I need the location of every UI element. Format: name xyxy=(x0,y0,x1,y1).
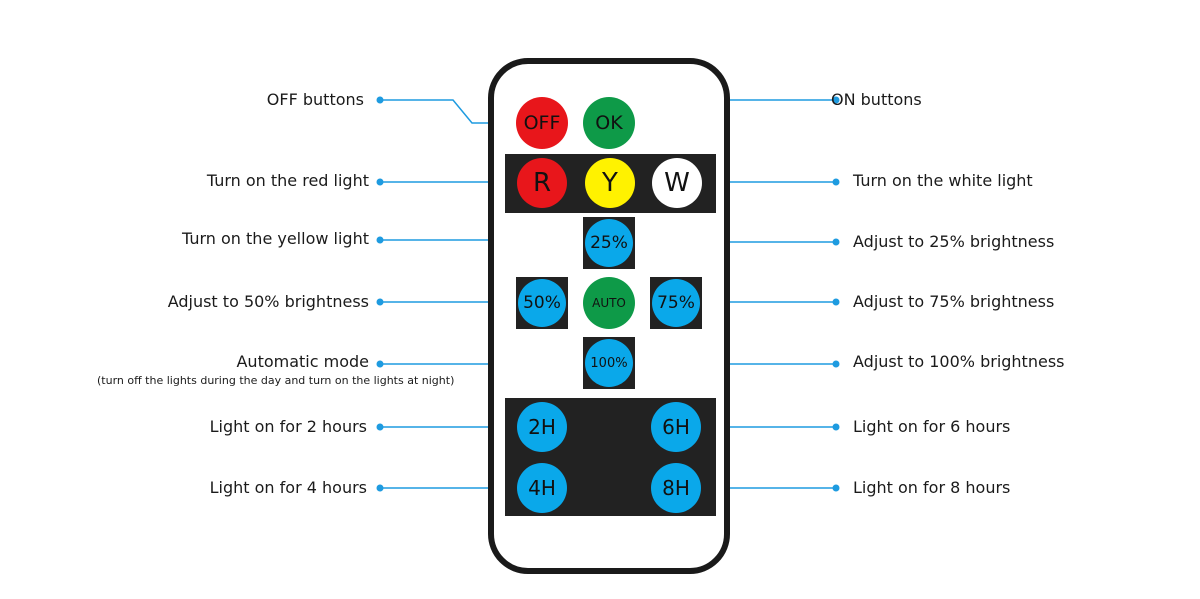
auto-button[interactable]: AUTO xyxy=(583,277,635,329)
dot xyxy=(376,96,384,104)
dot xyxy=(832,96,840,104)
brightness-50-button[interactable]: 50% xyxy=(518,279,566,327)
timer-8h-button[interactable]: 8H xyxy=(651,463,701,513)
dot xyxy=(832,360,840,368)
off-button[interactable]: OFF xyxy=(516,97,568,149)
dot xyxy=(376,360,384,368)
label-brightness-100: Adjust to 100% brightness xyxy=(853,352,1065,371)
timer-2h-button[interactable]: 2H xyxy=(517,402,567,452)
brightness-75-button[interactable]: 75% xyxy=(652,279,700,327)
label-brightness-50: Adjust to 50% brightness xyxy=(167,292,369,311)
label-auto-mode: Automatic mode xyxy=(236,352,369,371)
brightness-100-button[interactable]: 100% xyxy=(585,339,633,387)
label-red-light: Turn on the red light xyxy=(206,171,369,190)
label-4-hours: Light on for 4 hours xyxy=(209,478,367,497)
dot xyxy=(832,484,840,492)
dot xyxy=(376,236,384,244)
dot xyxy=(376,423,384,431)
label-6-hours: Light on for 6 hours xyxy=(853,417,1011,436)
yellow-button[interactable]: Y xyxy=(585,158,635,208)
label-off-buttons: OFF buttons xyxy=(266,90,364,109)
timer-6h-button[interactable]: 6H xyxy=(651,402,701,452)
dot xyxy=(832,238,840,246)
label-on-buttons: ON buttons xyxy=(831,90,922,109)
dot xyxy=(832,298,840,306)
red-button[interactable]: R xyxy=(517,158,567,208)
dot xyxy=(376,178,384,186)
label-brightness-25: Adjust to 25% brightness xyxy=(853,232,1055,251)
dot xyxy=(832,178,840,186)
label-white-light: Turn on the white light xyxy=(853,171,1033,190)
label-8-hours: Light on for 8 hours xyxy=(853,478,1011,497)
label-brightness-75: Adjust to 75% brightness xyxy=(853,292,1055,311)
label-auto-mode-note: (turn off the lights during the day and … xyxy=(97,374,455,387)
brightness-25-button[interactable]: 25% xyxy=(585,219,633,267)
timer-4h-button[interactable]: 4H xyxy=(517,463,567,513)
dot xyxy=(376,298,384,306)
dot xyxy=(832,423,840,431)
ok-button[interactable]: OK xyxy=(583,97,635,149)
label-yellow-light: Turn on the yellow light xyxy=(182,229,369,248)
dot xyxy=(376,484,384,492)
label-2-hours: Light on for 2 hours xyxy=(209,417,367,436)
white-button[interactable]: W xyxy=(652,158,702,208)
